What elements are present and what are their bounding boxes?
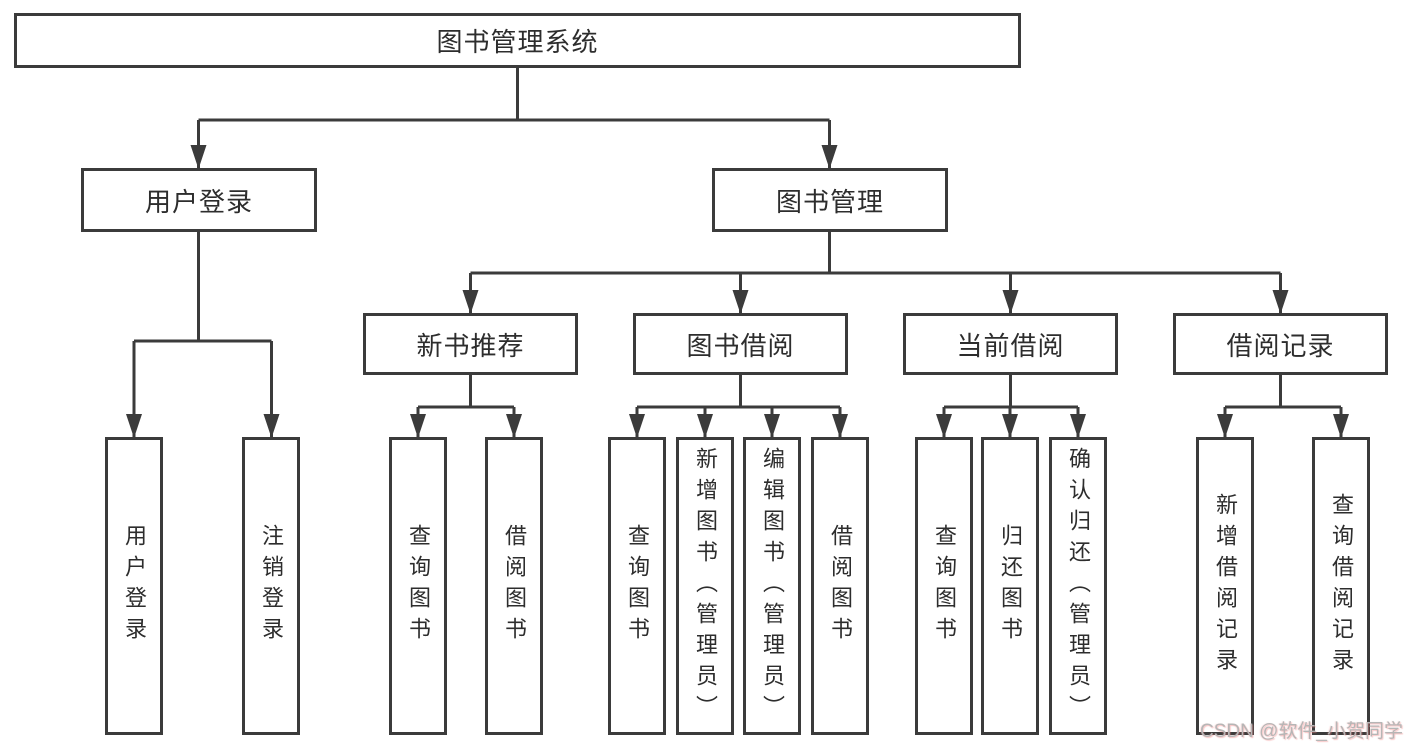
leaf-records-query: 查询借阅记录 <box>1312 437 1370 735</box>
node-label: 用户登录 <box>144 186 253 217</box>
node-label: 借阅记录 <box>1226 330 1335 361</box>
node-label: 确认归还（管理员） <box>1066 446 1091 726</box>
node-label: 图书管理 <box>775 186 884 217</box>
leaf-logout: 注销登录 <box>242 437 300 735</box>
leaf-current-confirm-admin: 确认归还（管理员） <box>1049 437 1107 735</box>
node-root: 图书管理系统 <box>14 13 1021 68</box>
leaf-records-add: 新增借阅记录 <box>1196 437 1254 735</box>
node-label: 借阅图书 <box>828 524 853 648</box>
leaf-borrow-query: 查询图书 <box>608 437 666 735</box>
node-new-book-recommend: 新书推荐 <box>363 313 578 375</box>
connector-path <box>134 68 1341 409</box>
leaf-borrow-edit-admin: 编辑图书（管理员） <box>743 437 801 735</box>
node-current-borrow: 当前借阅 <box>903 313 1118 375</box>
leaf-current-return: 归还图书 <box>981 437 1039 735</box>
leaf-current-query: 查询图书 <box>915 437 973 735</box>
leaf-user-login: 用户登录 <box>105 437 163 735</box>
node-user-login: 用户登录 <box>81 168 317 232</box>
node-label: 借阅图书 <box>502 524 527 648</box>
node-label: 用户登录 <box>122 524 147 648</box>
node-label: 查询借阅记录 <box>1329 493 1354 679</box>
node-label: 注销登录 <box>259 524 284 648</box>
node-label: 图书管理系统 <box>436 27 599 57</box>
node-label: 当前借阅 <box>956 330 1065 361</box>
node-book-borrow: 图书借阅 <box>633 313 848 375</box>
node-label: 查询图书 <box>406 524 431 648</box>
node-label: 归还图书 <box>998 524 1023 648</box>
node-label: 查询图书 <box>625 524 650 648</box>
node-label: 新增借阅记录 <box>1213 493 1238 679</box>
node-book-management: 图书管理 <box>712 168 948 232</box>
leaf-borrow-add-admin: 新增图书（管理员） <box>676 437 734 735</box>
node-label: 查询图书 <box>932 524 957 648</box>
watermark: CSDN @软件_小贺同学 <box>1200 721 1403 742</box>
leaf-borrow-book: 借阅图书 <box>811 437 869 735</box>
leaf-newbook-borrow: 借阅图书 <box>485 437 543 735</box>
node-borrow-records: 借阅记录 <box>1173 313 1388 375</box>
node-label: 图书借阅 <box>686 330 795 361</box>
node-label: 编辑图书（管理员） <box>760 446 785 726</box>
leaf-newbook-query: 查询图书 <box>389 437 447 735</box>
node-label: 新增图书（管理员） <box>693 446 718 726</box>
node-label: 新书推荐 <box>416 330 525 361</box>
